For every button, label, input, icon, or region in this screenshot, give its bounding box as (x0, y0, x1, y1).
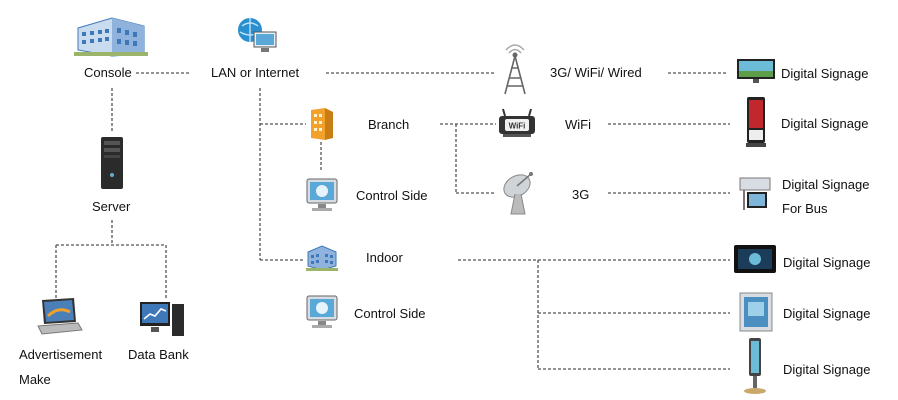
signage-3-label-line1: Digital Signage (782, 177, 870, 192)
network-label: LAN or Internet (211, 65, 300, 80)
admake-label-line2: Make (19, 372, 51, 387)
laptop-icon (37, 298, 83, 335)
monitor-icon (306, 178, 338, 211)
wifi-label: WiFi (565, 117, 591, 132)
black-screen-icon (734, 245, 776, 273)
3g-label: 3G (572, 187, 590, 202)
svg-text:WiFi: WiFi (509, 122, 526, 131)
signage-5-label: Digital Signage (783, 306, 871, 321)
branch-control-label: Control Side (356, 188, 428, 203)
databank-label: Data Bank (128, 347, 189, 362)
antenna-tower-icon (504, 44, 526, 95)
satellite-dish-icon (503, 172, 533, 215)
tower-label: 3G/ WiFi/ Wired (550, 65, 642, 80)
kiosk-icon (746, 97, 766, 147)
server-label: Server (92, 199, 131, 214)
office-building-icon (74, 17, 148, 57)
branch-label: Branch (368, 117, 410, 132)
signage-1-label: Digital Signage (781, 66, 869, 81)
globe-computer-icon (238, 18, 277, 52)
wall-screen-icon (739, 292, 773, 332)
monitor-icon (306, 295, 338, 328)
console-label: Console (84, 65, 132, 80)
indoor-label: Indoor (366, 250, 403, 265)
signage-6-label: Digital Signage (783, 362, 871, 377)
signage-2-label: Digital Signage (781, 116, 869, 131)
admake-label-line1: Advertisement (19, 347, 103, 362)
wide-screen-icon (737, 59, 775, 83)
stand-screen-icon (744, 338, 766, 394)
wifi-router-icon: WiFi (499, 108, 535, 137)
bus-screen-icon (739, 177, 771, 210)
server-tower-icon (101, 137, 123, 189)
signage-4-label: Digital Signage (783, 255, 871, 270)
signage-3-label-line2: For Bus (782, 201, 828, 216)
blue-building-icon (306, 245, 338, 271)
orange-building-icon (311, 108, 333, 140)
desktop-chart-icon (140, 302, 184, 336)
indoor-control-label: Control Side (354, 306, 426, 321)
